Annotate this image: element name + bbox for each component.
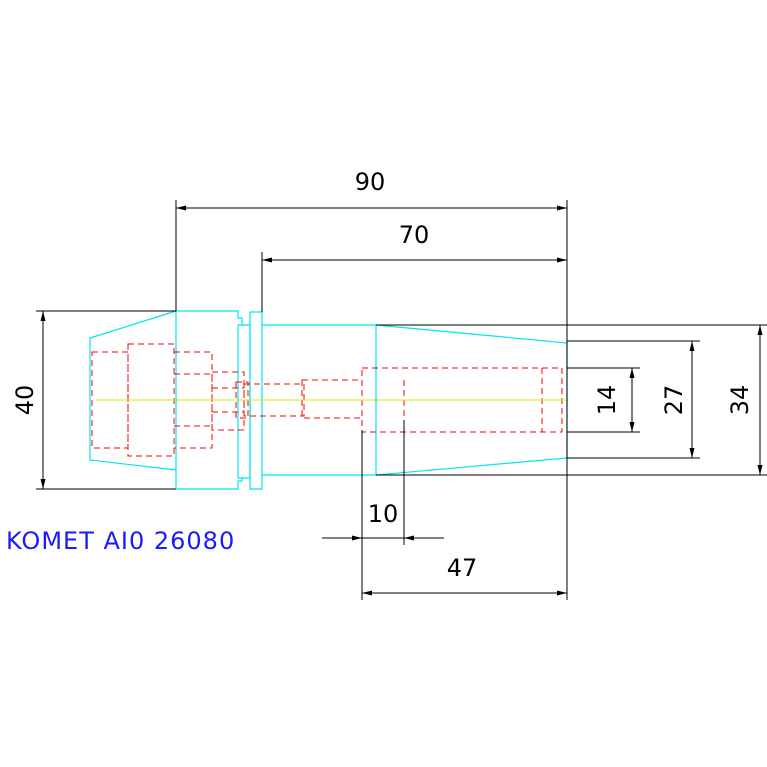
collar-outline xyxy=(249,311,263,490)
dimension-lines xyxy=(36,200,767,600)
dim-label-body-diameter: 34 xyxy=(726,385,754,416)
dim-label-bore-depth: 47 xyxy=(447,554,478,582)
dim-label-bore-diameter: 14 xyxy=(593,385,621,416)
mid-bore-hidden xyxy=(211,371,245,431)
rear-taper-outline xyxy=(89,310,177,471)
dim-label-flange-diameter: 40 xyxy=(11,385,39,416)
inner-bore-hidden xyxy=(301,379,363,419)
dim-label-bore-offset: 10 xyxy=(368,500,399,528)
dim-label-tip-diameter: 27 xyxy=(660,385,688,416)
part-caption: KOMET AI0 26080 xyxy=(6,527,236,555)
dim-label-overall-length: 90 xyxy=(355,168,386,196)
neck-outline xyxy=(242,324,251,479)
flange-outline xyxy=(175,310,243,490)
dim-label-shank-length: 70 xyxy=(399,221,430,249)
